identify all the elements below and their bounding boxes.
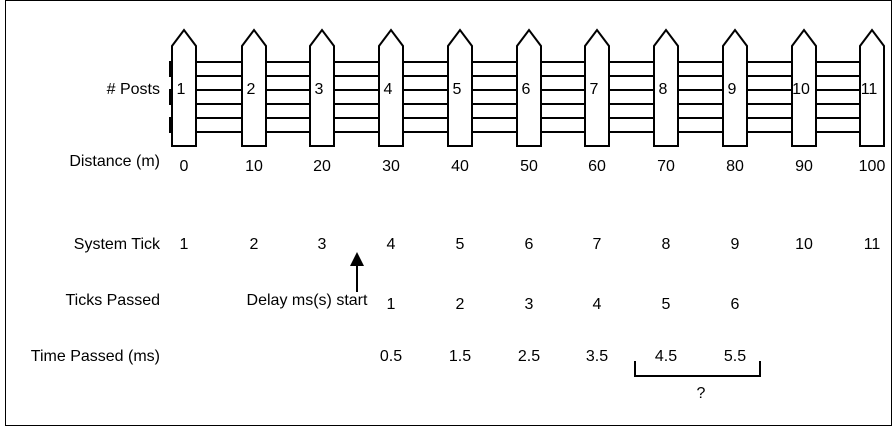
post-number: 9 xyxy=(728,81,737,98)
fence-post: 7 xyxy=(584,28,610,147)
system-tick-value: 2 xyxy=(250,236,259,253)
system-tick-value: 5 xyxy=(456,236,465,253)
unknown-question-mark: ? xyxy=(697,385,706,402)
time-passed-value: 4.5 xyxy=(655,348,677,365)
fence-post-shape xyxy=(653,28,679,147)
system-tick-value: 8 xyxy=(662,236,671,253)
system-tick-value: 7 xyxy=(593,236,602,253)
distance-value: 70 xyxy=(657,158,675,175)
delay-arrow-head xyxy=(350,252,364,266)
distance-row: 0 10 20 30 40 50 60 70 80 90 100 xyxy=(180,158,886,175)
time-passed-row: 0.5 1.5 2.5 3.5 4.5 5.5 xyxy=(380,348,746,365)
system-tick-value: 6 xyxy=(525,236,534,253)
fence-post-shape xyxy=(791,28,817,147)
post-number: 11 xyxy=(861,81,878,98)
distance-value: 40 xyxy=(451,158,469,175)
ticks-passed-value: 3 xyxy=(525,296,534,313)
system-tick-value: 3 xyxy=(318,236,327,253)
time-passed-value: 0.5 xyxy=(380,348,402,365)
fence-post: 3 xyxy=(309,28,335,147)
delay-start-label: Delay ms(s) start xyxy=(247,292,368,309)
row-label-ticks-passed: Ticks Passed xyxy=(65,292,160,309)
fence-post: 1 xyxy=(171,28,197,147)
post-number: 10 xyxy=(792,81,810,98)
fence-post-shape xyxy=(378,28,404,147)
post-number: 5 xyxy=(453,81,462,98)
ticks-passed-value: 2 xyxy=(456,296,465,313)
fence-post: 10 xyxy=(791,28,817,147)
system-tick-value: 9 xyxy=(731,236,740,253)
distance-value: 30 xyxy=(382,158,400,175)
row-label-posts: # Posts xyxy=(107,81,160,98)
system-tick-value: 4 xyxy=(387,236,396,253)
fence-post-shape xyxy=(447,28,473,147)
system-tick-row: 1 2 3 4 5 6 7 8 9 10 11 xyxy=(180,236,881,253)
system-tick-value: 1 xyxy=(180,236,189,253)
distance-value: 20 xyxy=(313,158,331,175)
fence-post-shape xyxy=(309,28,335,147)
fence-post-shape xyxy=(722,28,748,147)
fence-post: 8 xyxy=(653,28,679,147)
fence-post-shape xyxy=(516,28,542,147)
distance-value: 90 xyxy=(795,158,813,175)
row-label-distance: Distance (m) xyxy=(69,153,160,170)
post-number: 1 xyxy=(177,81,186,98)
time-passed-value: 2.5 xyxy=(518,348,540,365)
fence-post-shape xyxy=(584,28,610,147)
ticks-passed-value: 1 xyxy=(387,296,396,313)
ticks-passed-row: 1 2 3 4 5 6 xyxy=(387,296,740,313)
delay-start-annotation: Delay ms(s) start xyxy=(247,252,368,309)
unknown-bracket xyxy=(634,361,761,377)
ticks-passed-value: 4 xyxy=(593,296,602,313)
ticks-passed-value: 6 xyxy=(731,296,740,313)
fence-post-shape xyxy=(171,28,197,147)
post-number: 3 xyxy=(315,81,324,98)
post-number: 2 xyxy=(247,81,256,98)
fence-post-shape xyxy=(241,28,267,147)
time-passed-value: 1.5 xyxy=(449,348,471,365)
system-tick-value: 10 xyxy=(795,236,813,253)
bracket-line xyxy=(634,361,761,377)
distance-value: 10 xyxy=(245,158,263,175)
row-label-system-tick: System Tick xyxy=(74,236,161,253)
time-passed-value: 5.5 xyxy=(724,348,746,365)
system-tick-value: 11 xyxy=(864,236,881,253)
fence-post: 9 xyxy=(722,28,748,147)
distance-value: 0 xyxy=(180,158,189,175)
fence-posts: 1 2 3 4 5 6 7 8 9 10 11 xyxy=(171,28,885,147)
fence-post: 11 xyxy=(859,28,885,147)
fence-post: 5 xyxy=(447,28,473,147)
fence-post: 4 xyxy=(378,28,404,147)
fence-post-shape xyxy=(859,28,885,147)
ticks-passed-value: 5 xyxy=(662,296,671,313)
fence-post: 2 xyxy=(241,28,267,147)
post-number: 6 xyxy=(522,81,531,98)
post-number: 4 xyxy=(384,81,393,98)
distance-value: 80 xyxy=(726,158,744,175)
post-number: 7 xyxy=(590,81,599,98)
time-passed-value: 3.5 xyxy=(586,348,608,365)
distance-value: 60 xyxy=(588,158,606,175)
row-label-time-passed: Time Passed (ms) xyxy=(31,348,160,365)
distance-value: 100 xyxy=(859,158,886,175)
post-number: 8 xyxy=(659,81,668,98)
distance-value: 50 xyxy=(520,158,538,175)
fence-post: 6 xyxy=(516,28,542,147)
